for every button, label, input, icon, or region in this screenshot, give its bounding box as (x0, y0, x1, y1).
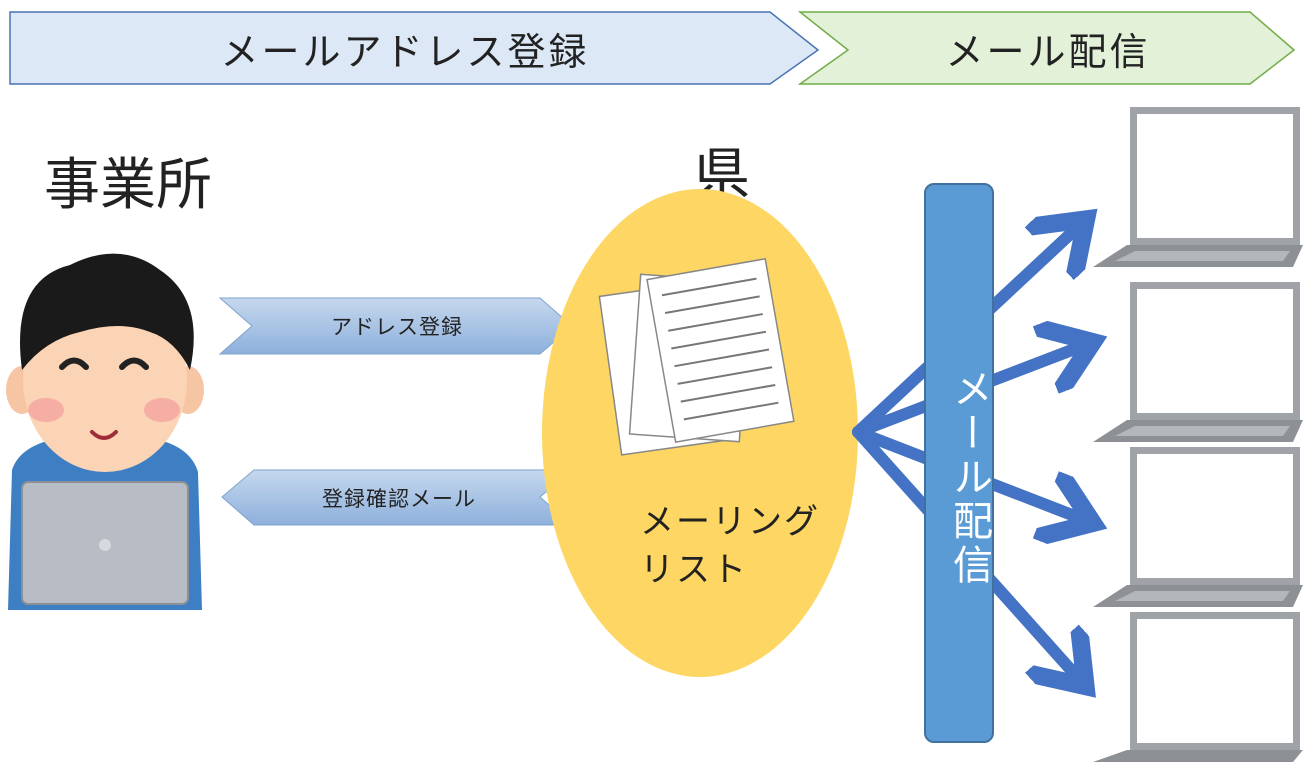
mail-delivery-bar (924, 183, 994, 743)
stage-delivery-label: メール配信 (945, 29, 1151, 74)
mailing-list-line-1: メーリング (640, 502, 820, 542)
document-stack-icon (598, 257, 795, 456)
mailing-list-ellipse (542, 189, 858, 677)
laptop-icon (1093, 107, 1303, 267)
address-registration-arrow (218, 297, 573, 355)
stage-registration-label: メールアドレス登録 (220, 29, 590, 74)
office-worker-illustration (6, 253, 204, 610)
office-label: 事業所 (44, 153, 212, 218)
confirmation-mail-arrow (221, 469, 574, 526)
mailing-list-line-2: リスト (640, 550, 748, 590)
laptop-icon (1093, 282, 1303, 442)
laptop-icon (1093, 447, 1303, 607)
stage-delivery-shape (797, 11, 1296, 85)
mailing-list-label: メーリング リスト (640, 498, 820, 594)
address-registration-label: アドレス登録 (331, 315, 463, 339)
confirmation-mail-label: 登録確認メール (322, 486, 476, 511)
mail-delivery-bar-label: メール配信 (946, 368, 992, 588)
chevron-arrows (218, 297, 574, 526)
process-stages (9, 11, 1296, 85)
recipient-laptops (1093, 107, 1303, 762)
stage-registration-shape (9, 11, 820, 85)
laptop-icon (1093, 612, 1303, 762)
